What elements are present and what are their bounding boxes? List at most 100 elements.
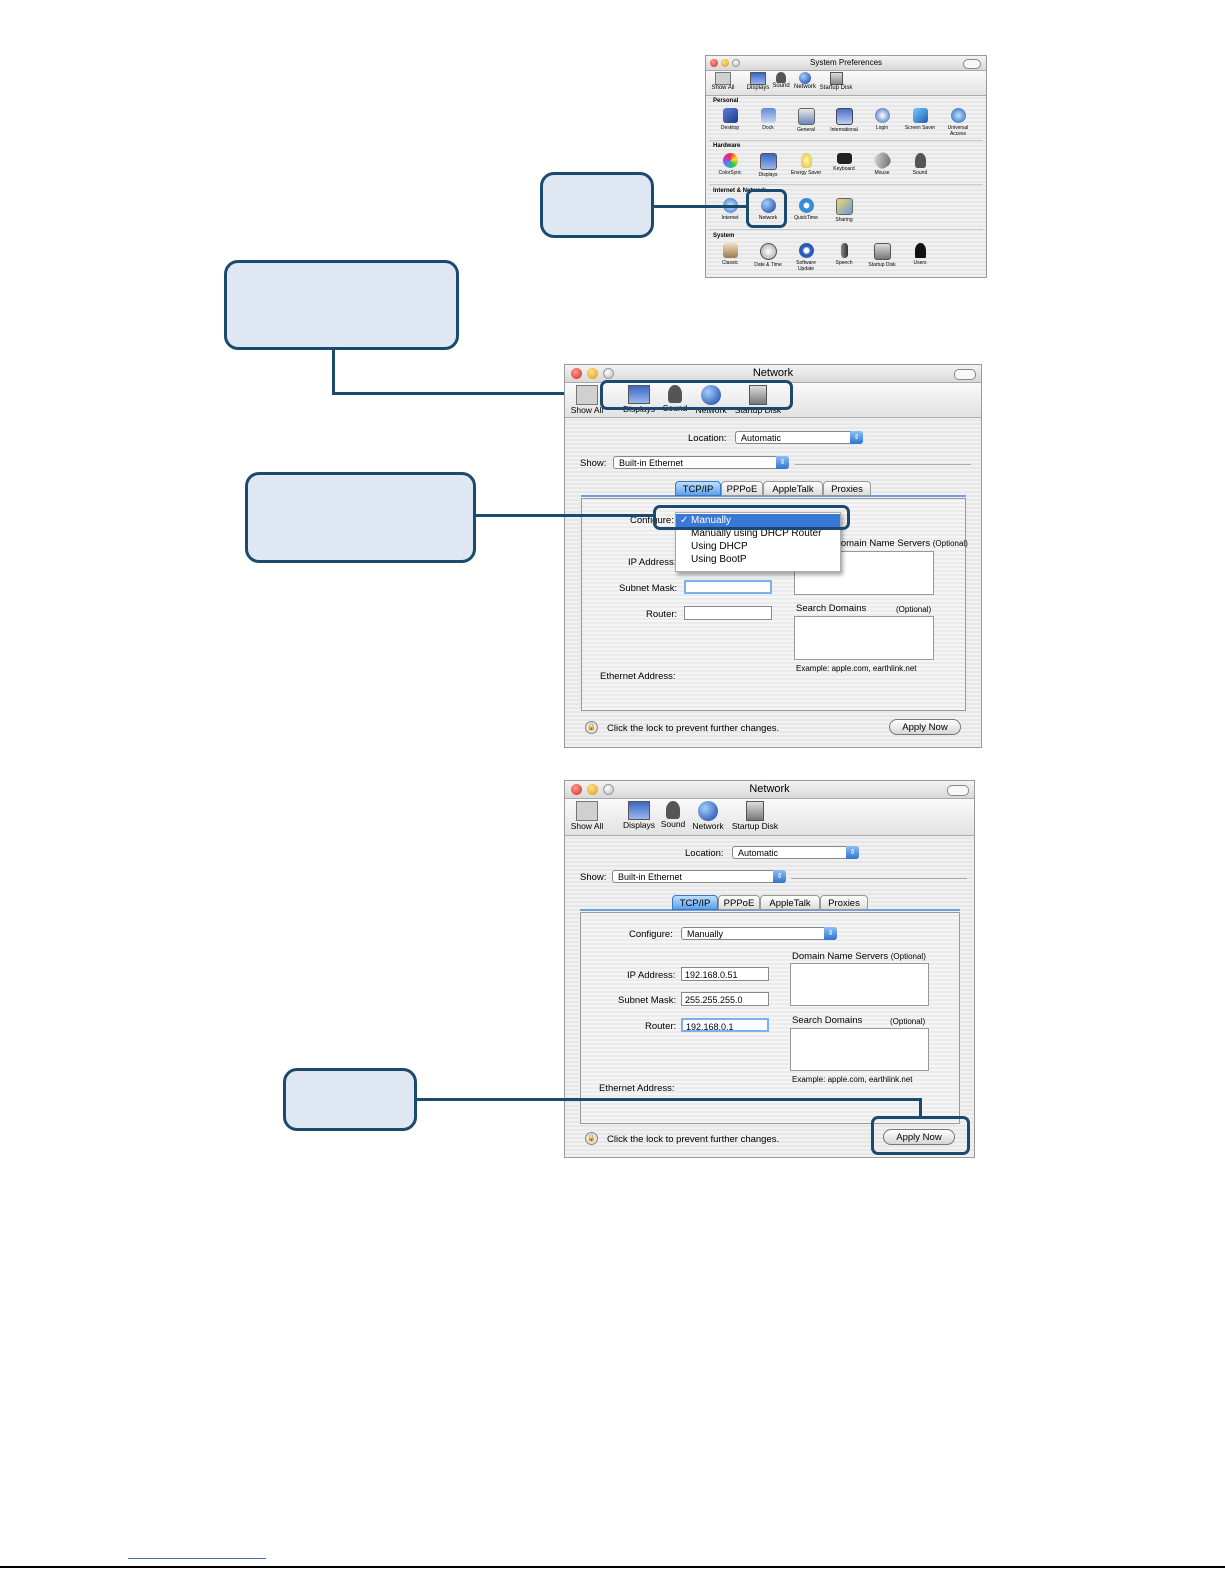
close-icon[interactable] (571, 784, 582, 795)
search-domains-label: Search Domains (796, 603, 867, 614)
updown-arrow-icon: ⇕ (824, 927, 837, 940)
location-select[interactable]: Automatic ⇕ (732, 846, 859, 859)
menu-item-manually-dhcp[interactable]: Manually using DHCP Router (691, 528, 822, 539)
tcpip-panel: Configure: Manually ⇕ Domain Name Server… (580, 912, 960, 1124)
pref-internet[interactable]: Internet (714, 198, 746, 221)
toolbar-network[interactable]: Network (691, 385, 731, 415)
pref-mouse[interactable]: Mouse (866, 150, 898, 176)
pref-users[interactable]: Users (904, 243, 936, 266)
tab-appletalk[interactable]: AppleTalk (763, 481, 823, 496)
router-input[interactable]: 192.168.0.1 (681, 1018, 769, 1032)
window-controls (571, 784, 614, 795)
tab-tcpip[interactable]: TCP/IP (672, 895, 718, 910)
lock-icon[interactable]: 🔒 (585, 1132, 598, 1145)
minimize-icon[interactable] (587, 784, 598, 795)
menu-item-manually[interactable]: ✓Manually (676, 514, 840, 527)
tab-proxies[interactable]: Proxies (820, 895, 868, 910)
toolbar-startup-disk[interactable]: Startup Disk (731, 385, 785, 415)
toolbar-show-all[interactable]: Show All (709, 72, 737, 91)
pref-network[interactable]: Network (752, 198, 784, 221)
highlight-toolbar-icons (600, 380, 793, 410)
toolbar-show-all[interactable]: Show All (569, 801, 605, 831)
show-label: Show: (580, 458, 607, 469)
close-icon[interactable] (710, 59, 718, 67)
minimize-icon[interactable] (587, 368, 598, 379)
subnet-mask-label: Subnet Mask: (618, 995, 677, 1006)
minimize-icon[interactable] (721, 59, 729, 67)
dns-servers-field[interactable] (790, 963, 929, 1006)
ip-address-input[interactable]: 192.168.0.51 (681, 967, 769, 981)
page-bottom-rule (0, 1566, 1225, 1568)
toolbar-toggle-icon[interactable] (947, 785, 969, 796)
tab-pppoe[interactable]: PPPoE (721, 481, 763, 496)
toolbar-toggle-icon[interactable] (954, 369, 976, 380)
toolbar-network[interactable]: Network (792, 72, 818, 90)
pref-software-update[interactable]: Software Update (790, 243, 822, 272)
toolbar-displays[interactable]: Displays (745, 72, 771, 91)
menu-item-using-dhcp[interactable]: Using DHCP (691, 541, 748, 552)
displays-icon (628, 801, 650, 820)
pref-colorsync[interactable]: ColorSync (714, 153, 746, 176)
example-text: Example: apple.com, earthlink.net (796, 664, 917, 673)
desktop-icon (722, 108, 738, 123)
pref-energy-saver[interactable]: Energy Saver (790, 153, 822, 176)
search-domains-field[interactable] (790, 1028, 929, 1071)
pref-screen-saver[interactable]: Screen Saver (904, 108, 936, 131)
globe-icon (760, 198, 776, 213)
toolbar-show-all[interactable]: Show All (569, 385, 605, 415)
pref-dock[interactable]: Dock (752, 108, 784, 131)
toolbar-startup-disk[interactable]: Startup Disk (729, 801, 781, 831)
toolbar-displays[interactable]: Displays (621, 801, 657, 830)
lock-text: Click the lock to prevent further change… (607, 723, 780, 734)
configure-select[interactable]: Manually ⇕ (681, 927, 837, 940)
displays-icon (750, 72, 766, 85)
displays-icon (628, 385, 650, 404)
subnet-mask-input[interactable] (684, 580, 772, 594)
pref-sound[interactable]: Sound (904, 153, 936, 176)
tab-proxies[interactable]: Proxies (823, 481, 871, 496)
pref-startup-disk[interactable]: Startup Disk (866, 243, 898, 268)
search-domains-field[interactable] (794, 616, 934, 660)
apply-now-button[interactable]: Apply Now (889, 719, 961, 735)
show-select[interactable]: Built-in Ethernet ⇕ (613, 456, 789, 469)
pref-displays[interactable]: Displays (752, 153, 784, 178)
pref-desktop[interactable]: Desktop (714, 108, 746, 131)
tab-tcpip[interactable]: TCP/IP (675, 481, 721, 496)
toolbar-sound[interactable]: Sound (770, 72, 792, 89)
pref-international[interactable]: International (828, 108, 860, 133)
zoom-icon[interactable] (603, 368, 614, 379)
pref-universal-access[interactable]: Universal Access (942, 108, 974, 137)
pref-keyboard[interactable]: Keyboard (828, 153, 860, 172)
pref-date-time[interactable]: Date & Time (752, 243, 784, 268)
router-input[interactable] (684, 606, 772, 620)
speaker-icon (668, 385, 682, 403)
speaker-icon (776, 72, 786, 83)
location-select[interactable]: Automatic ⇕ (735, 431, 863, 444)
toolbar-toggle-icon[interactable] (963, 59, 981, 69)
search-domains-optional: (Optional) (896, 605, 932, 614)
toolbar-network[interactable]: Network (689, 801, 727, 831)
menu-item-using-bootp[interactable]: Using BootP (691, 554, 747, 565)
tab-pppoe[interactable]: PPPoE (718, 895, 760, 910)
subnet-mask-input[interactable]: 255.255.255.0 (681, 992, 769, 1006)
hard-disk-icon (873, 243, 891, 260)
pref-speech[interactable]: Speech (828, 243, 860, 266)
pref-classic[interactable]: Classic (714, 243, 746, 266)
pref-quicktime[interactable]: QuickTime (790, 198, 822, 221)
toolbar-startup-disk[interactable]: Startup Disk (818, 72, 854, 91)
location-label: Location: (688, 433, 727, 444)
zoom-icon[interactable] (603, 784, 614, 795)
pref-general[interactable]: General (790, 108, 822, 133)
toolbar-sound[interactable]: Sound (657, 801, 689, 829)
callout-box (283, 1068, 417, 1131)
show-select[interactable]: Built-in Ethernet ⇕ (612, 870, 786, 883)
apply-now-button[interactable]: Apply Now (883, 1129, 955, 1145)
pref-sharing[interactable]: Sharing (828, 198, 860, 223)
pref-login[interactable]: Login (866, 108, 898, 131)
lock-icon[interactable]: 🔒 (585, 721, 598, 734)
location-label: Location: (685, 848, 724, 859)
user-icon (914, 243, 926, 258)
tab-appletalk[interactable]: AppleTalk (760, 895, 820, 910)
close-icon[interactable] (571, 368, 582, 379)
zoom-icon[interactable] (732, 59, 740, 67)
